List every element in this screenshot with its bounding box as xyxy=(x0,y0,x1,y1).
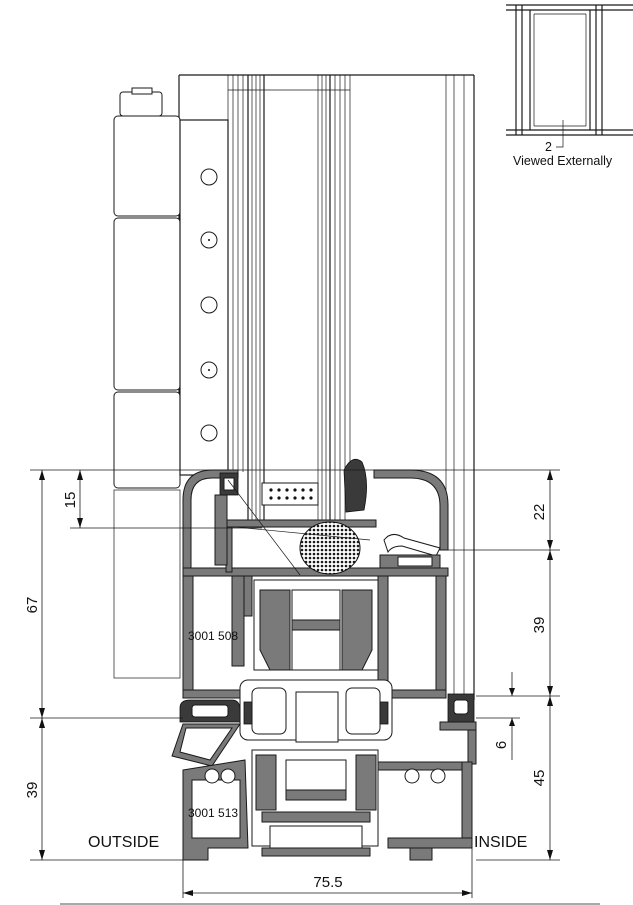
dim-6: 6 xyxy=(493,741,510,749)
dim-75-5: 75.5 xyxy=(313,874,342,891)
hinge-screw-icons xyxy=(200,168,218,442)
inset-caption: Viewed Externally xyxy=(513,154,613,168)
dim-67: 67 xyxy=(24,597,41,614)
frame-profile-lower: 3001 513 xyxy=(182,749,473,861)
dim-45: 45 xyxy=(531,770,548,787)
profile-code-upper: 3001 508 xyxy=(188,629,238,643)
dimension-lines xyxy=(30,469,600,905)
dim-39-left: 39 xyxy=(24,782,41,799)
dimension-labels: 67 39 15 22 39 6 45 75.5 xyxy=(24,492,548,891)
sash-elevation xyxy=(178,74,475,700)
outside-label: OUTSIDE xyxy=(88,834,159,851)
frame-profile-upper: 3001 508 xyxy=(182,575,447,743)
dim-15: 15 xyxy=(62,492,79,509)
inside-label: INSIDE xyxy=(474,834,527,851)
dim-22: 22 xyxy=(531,504,548,521)
hinge xyxy=(113,87,229,679)
inset-elevation: 2 Viewed Externally xyxy=(506,4,633,168)
sash-profile-section xyxy=(182,458,449,577)
inset-callout-number: 2 xyxy=(545,140,552,154)
frame-outer-gasket xyxy=(171,693,477,767)
dim-39-right: 39 xyxy=(531,617,548,634)
profile-code-lower: 3001 513 xyxy=(188,806,238,820)
